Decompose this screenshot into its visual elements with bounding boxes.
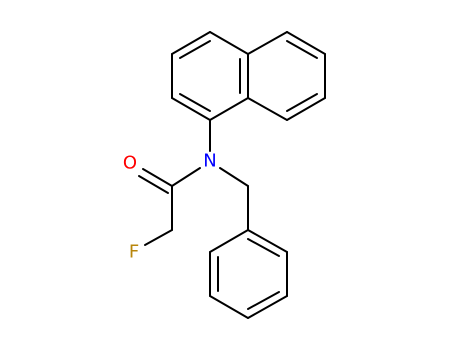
bond — [209, 31, 249, 55]
bond — [247, 31, 288, 55]
bond — [209, 97, 249, 121]
bond — [247, 97, 288, 121]
bond — [247, 295, 288, 319]
double-bond-inner — [247, 291, 280, 310]
bond-nitrogen-benzyl — [219, 167, 249, 187]
nitrogen-atom-label: N — [203, 151, 216, 172]
bond — [209, 295, 249, 319]
double-bond-inner — [179, 40, 211, 59]
bond — [171, 31, 211, 55]
bond — [286, 97, 326, 121]
bond-nitrogen-carbonyl — [171, 167, 201, 187]
bond-carbonyl-oxygen-second — [138, 175, 169, 194]
bond — [247, 229, 288, 253]
bond — [209, 229, 249, 253]
naphthalene-ring-right — [247, 31, 326, 121]
oxygen-atom-label: O — [123, 153, 137, 174]
double-bond-inner — [286, 40, 318, 59]
bond — [286, 31, 326, 55]
double-bond-inner — [286, 93, 318, 112]
fluorine-atom-label: F — [129, 242, 139, 263]
bond — [171, 97, 211, 121]
bond-methylene-fluorine — [144, 229, 173, 246]
double-bond-inner — [179, 93, 211, 112]
naphthalene-ring-left — [171, 31, 249, 121]
phenyl-ring — [209, 229, 288, 319]
bond-carbonyl-oxygen — [142, 168, 173, 187]
double-bond-inner — [247, 238, 280, 257]
